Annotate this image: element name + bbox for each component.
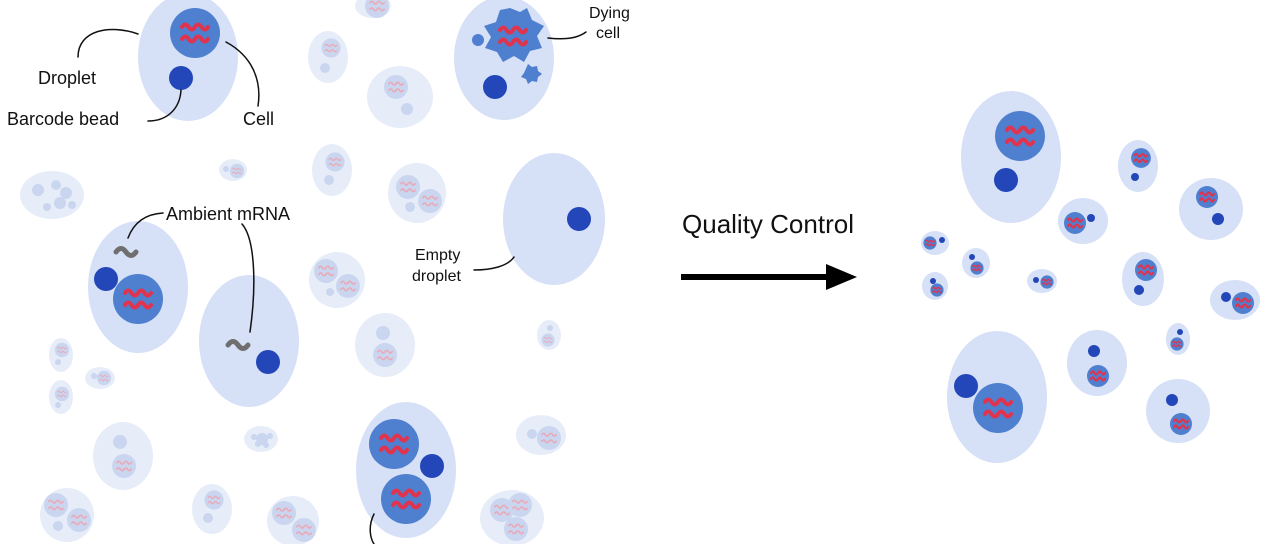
dying-cell-leader [547,31,587,40]
empty-droplet-leader [473,256,515,271]
faded-droplet [219,159,247,181]
faded-droplet [367,66,433,128]
ambient-mrna-label: Ambient mRNA [166,204,290,224]
doublet-leader [369,513,375,544]
filtered-droplet [922,272,948,300]
faded-droplet [308,31,348,83]
filtered-droplet [1067,330,1127,396]
ambient-leader-2 [241,223,255,333]
cell-label: Cell [243,109,274,129]
faded-droplet [312,144,352,196]
barcode-bead-label: Barcode bead [7,109,119,129]
filtered-droplet [1122,252,1164,306]
faded-droplet [480,490,544,544]
dying-cell-droplet [454,0,554,120]
faded-droplet [49,380,73,414]
dying-cell-label-line2: cell [596,25,620,42]
faded-droplets [20,0,566,544]
filtered-droplets [921,91,1260,463]
filtered-droplet [1166,323,1190,355]
faded-droplet [40,488,94,542]
droplet-ambient-mrna-1 [88,221,188,353]
empty-droplet [503,153,605,285]
empty-droplet-label-line1: Empty [415,247,460,264]
barcode-bead [169,66,193,90]
dying-cell-label-line1: Dying [589,5,630,22]
droplet-with-cell [138,0,238,121]
empty-droplet-label-line2: droplet [412,268,461,285]
droplet-ambient-mrna-2 [199,275,299,407]
filtered-droplet [1179,178,1243,240]
faded-droplet [537,320,561,350]
process-arrow [681,264,857,290]
faded-droplet [355,0,391,18]
filtered-droplet [947,331,1047,463]
filtered-droplet [1027,269,1057,293]
quality-control-label: Quality Control [682,209,854,239]
filtered-droplet [1058,198,1108,244]
filtered-droplet [921,231,949,255]
faded-droplet [516,415,566,455]
filtered-droplet [1146,379,1210,443]
faded-droplet [85,367,115,389]
cell-leader [225,41,260,107]
faded-droplet [309,252,365,308]
faded-droplet [355,313,415,377]
faded-droplet [244,426,278,452]
droplet-label: Droplet [38,68,96,88]
doublet-droplet [356,402,456,538]
faded-droplet [20,171,84,219]
filtered-droplet [962,248,990,278]
faded-droplet [192,484,232,534]
filtered-droplet [1118,140,1158,192]
faded-droplet [388,163,446,223]
ambient-leader-1 [127,212,164,239]
filtered-droplet [961,91,1061,223]
faded-droplet [49,338,73,372]
droplet-leader [77,28,139,58]
faded-droplet [267,496,319,544]
filtered-droplet [1210,280,1260,320]
faded-droplet [93,422,153,490]
bead-leader [147,89,182,122]
